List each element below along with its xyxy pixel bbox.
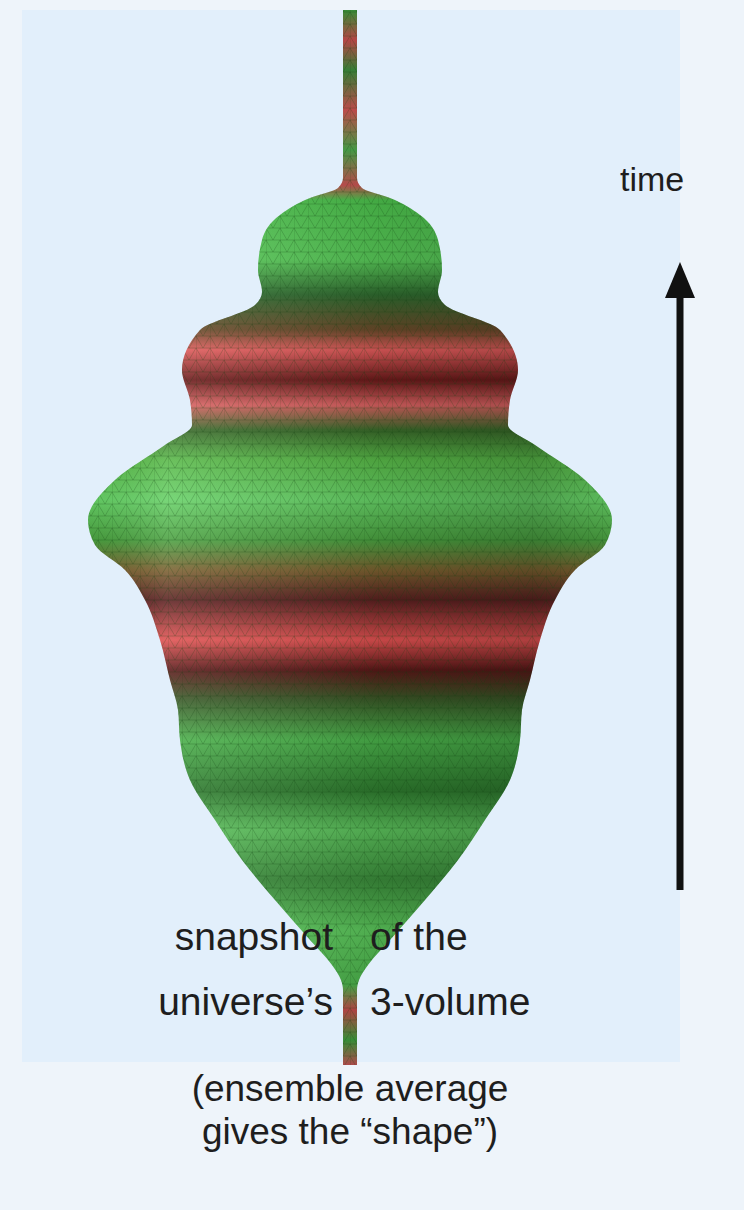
note-text: (ensemble average gives the “shape”) bbox=[150, 1068, 550, 1153]
universe-shape bbox=[88, 10, 612, 1065]
caption-text: 3-volume bbox=[370, 980, 530, 1025]
universe-shape bbox=[88, 10, 612, 1065]
time-arrow bbox=[665, 262, 695, 890]
axis-label: time bbox=[620, 160, 684, 199]
caption-text: of the bbox=[370, 915, 468, 960]
universe-shape bbox=[88, 10, 612, 1065]
caption-text: universe’s bbox=[158, 980, 333, 1025]
caption-text: snapshot bbox=[175, 915, 333, 960]
